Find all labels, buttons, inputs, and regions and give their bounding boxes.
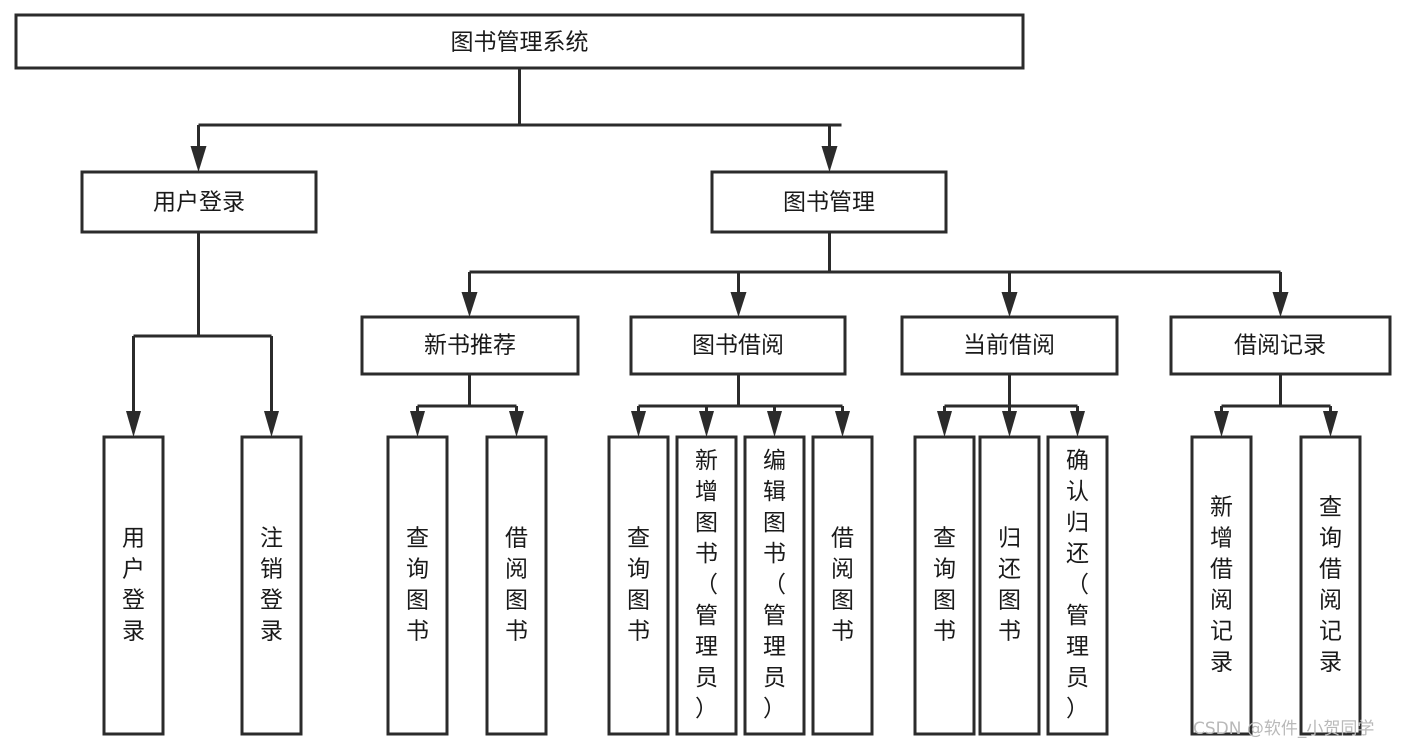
node-borrow-record-label: 借阅记录 xyxy=(1234,333,1326,359)
node-leaf-logout-box[interactable] xyxy=(240,435,303,736)
connector-group-borrow-record xyxy=(1214,374,1338,437)
node-leaf-add-book[interactable]: 新增图书（管理员） xyxy=(675,435,738,736)
node-book-borrow-box[interactable] xyxy=(629,315,847,376)
node-current-borrow[interactable]: 当前借阅 xyxy=(900,315,1119,376)
node-leaf-user-login-box[interactable] xyxy=(102,435,165,736)
node-leaf-query-book-1-label: 查询图书 xyxy=(406,525,429,644)
node-leaf-borrow-book-1[interactable]: 借阅图书 xyxy=(485,435,548,736)
arrowhead-leaf-user-login xyxy=(126,411,141,437)
node-current-borrow-box[interactable] xyxy=(900,315,1119,376)
node-new-book-rec-box[interactable] xyxy=(360,315,580,376)
arrowhead-leaf-add-record xyxy=(1214,411,1229,437)
node-leaf-borrow-book-2[interactable]: 借阅图书 xyxy=(811,435,874,736)
node-leaf-edit-book-label: 编辑图书（管理员） xyxy=(763,448,786,722)
node-borrow-record[interactable]: 借阅记录 xyxy=(1169,315,1392,376)
node-leaf-borrow-book-2-label: 借阅图书 xyxy=(831,525,854,644)
node-new-book-rec-label: 新书推荐 xyxy=(424,333,516,359)
arrowhead-borrow-record xyxy=(1272,292,1289,317)
node-leaf-query-book-2[interactable]: 查询图书 xyxy=(607,435,670,736)
node-leaf-confirm-return[interactable]: 确认归还（管理员） xyxy=(1046,435,1109,736)
node-book-borrow[interactable]: 图书借阅 xyxy=(629,315,847,376)
arrowhead-leaf-query-record xyxy=(1323,411,1338,437)
arrowhead-leaf-borrow-book-2 xyxy=(835,411,850,437)
node-leaf-user-login-label: 用户登录 xyxy=(122,525,145,644)
node-root-label: 图书管理系统 xyxy=(451,30,589,56)
arrowhead-new-book-rec xyxy=(461,292,478,317)
arrowhead-leaf-confirm-return xyxy=(1070,411,1085,437)
node-leaf-add-book-label: 新增图书（管理员） xyxy=(695,448,718,722)
connector-group-user-login xyxy=(126,232,279,437)
node-leaf-return-book-label: 归还图书 xyxy=(998,525,1021,644)
connector-group-book-manage xyxy=(461,232,1289,317)
node-leaf-query-record-label: 查询借阅记录 xyxy=(1319,494,1342,675)
arrowhead-leaf-add-book xyxy=(699,411,714,437)
node-leaf-return-book-box[interactable] xyxy=(978,435,1041,736)
node-user-login-box[interactable] xyxy=(80,170,318,234)
node-leaf-borrow-book-1-box[interactable] xyxy=(485,435,548,736)
node-leaf-query-book-3-box[interactable] xyxy=(913,435,976,736)
node-leaf-return-book[interactable]: 归还图书 xyxy=(978,435,1041,736)
arrowhead-book-manage xyxy=(821,146,838,172)
connector-group-book-borrow xyxy=(631,374,850,437)
node-leaf-query-book-1[interactable]: 查询图书 xyxy=(386,435,449,736)
connector-group-root xyxy=(190,68,842,172)
node-leaf-user-login[interactable]: 用户登录 xyxy=(102,435,165,736)
arrowhead-leaf-query-book-3 xyxy=(937,411,952,437)
arrowhead-current-borrow xyxy=(1001,292,1018,317)
node-user-login[interactable]: 用户登录 xyxy=(80,170,318,234)
node-new-book-rec[interactable]: 新书推荐 xyxy=(360,315,580,376)
node-leaf-add-record[interactable]: 新增借阅记录 xyxy=(1190,435,1253,736)
node-leaf-query-book-1-box[interactable] xyxy=(386,435,449,736)
node-book-manage-label: 图书管理 xyxy=(783,190,875,216)
node-root-box[interactable] xyxy=(14,13,1025,70)
arrowhead-leaf-query-book-1 xyxy=(410,411,425,437)
node-leaf-confirm-return-label: 确认归还（管理员） xyxy=(1066,448,1089,722)
node-leaf-query-book-3[interactable]: 查询图书 xyxy=(913,435,976,736)
node-user-login-label: 用户登录 xyxy=(153,190,245,216)
arrowhead-leaf-edit-book xyxy=(767,411,782,437)
node-current-borrow-label: 当前借阅 xyxy=(963,333,1055,359)
node-leaf-edit-book-box[interactable] xyxy=(743,435,806,736)
node-root[interactable]: 图书管理系统 xyxy=(14,13,1025,70)
arrowhead-book-borrow xyxy=(730,292,747,317)
node-leaf-query-book-2-label: 查询图书 xyxy=(627,525,650,644)
node-leaf-borrow-book-2-box[interactable] xyxy=(811,435,874,736)
node-leaf-logout-label: 注销登录 xyxy=(260,525,283,644)
node-book-borrow-label: 图书借阅 xyxy=(692,333,784,359)
node-leaf-query-book-2-box[interactable] xyxy=(607,435,670,736)
node-leaf-query-record[interactable]: 查询借阅记录 xyxy=(1299,435,1362,736)
node-book-manage[interactable]: 图书管理 xyxy=(710,170,948,234)
node-borrow-record-box[interactable] xyxy=(1169,315,1392,376)
arrowhead-leaf-logout xyxy=(264,411,279,437)
connector-group-current-borrow xyxy=(937,374,1085,437)
node-leaf-add-record-box[interactable] xyxy=(1190,435,1253,736)
connector-group-new-book-rec xyxy=(410,374,524,437)
node-leaf-confirm-return-box[interactable] xyxy=(1046,435,1109,736)
arrowhead-user-login xyxy=(190,146,207,172)
node-leaf-logout[interactable]: 注销登录 xyxy=(240,435,303,736)
node-leaf-query-record-box[interactable] xyxy=(1299,435,1362,736)
arrowhead-leaf-borrow-book-1 xyxy=(509,411,524,437)
node-leaf-add-book-box[interactable] xyxy=(675,435,738,736)
node-leaf-edit-book[interactable]: 编辑图书（管理员） xyxy=(743,435,806,736)
node-leaf-query-book-3-label: 查询图书 xyxy=(933,525,956,644)
node-leaf-add-record-label: 新增借阅记录 xyxy=(1210,494,1233,675)
arrowhead-leaf-return-book xyxy=(1002,411,1017,437)
arrowhead-leaf-query-book-2 xyxy=(631,411,646,437)
csdn-watermark: CSDN @软件_小贺同学 xyxy=(1193,719,1374,739)
node-leaf-borrow-book-1-label: 借阅图书 xyxy=(505,525,528,644)
node-book-manage-box[interactable] xyxy=(710,170,948,234)
